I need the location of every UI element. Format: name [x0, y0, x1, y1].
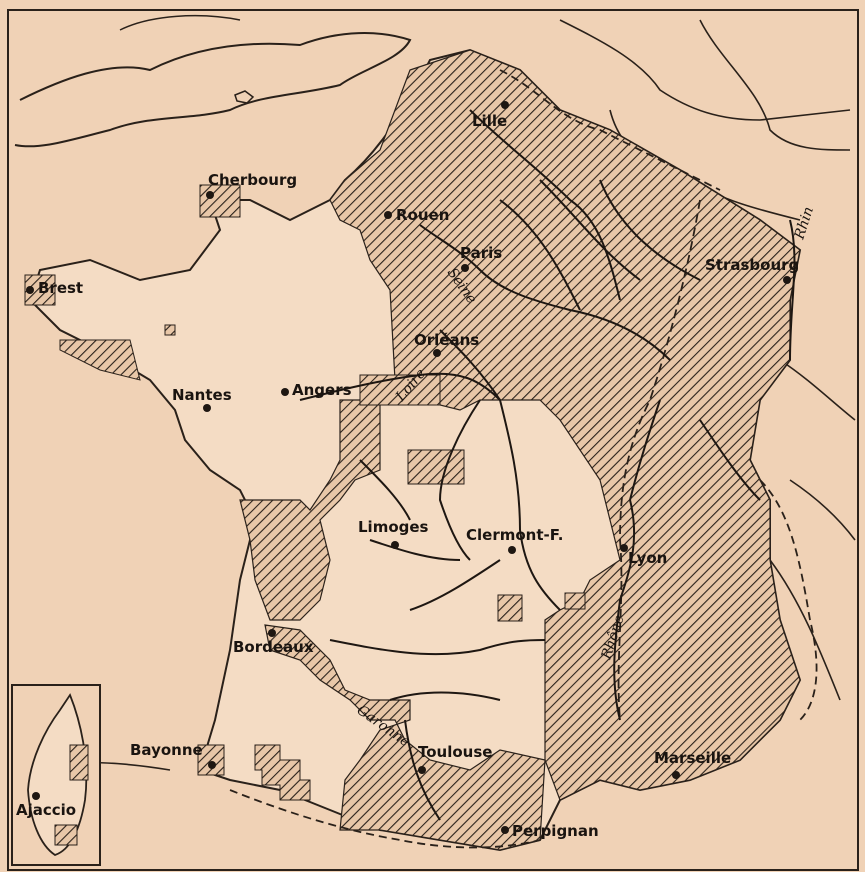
- label-bordeaux: Bordeaux: [233, 638, 314, 656]
- map-frame: [7, 9, 859, 871]
- city-dot-bayonne[interactable]: [208, 761, 216, 769]
- hatched-garonne: [264, 624, 546, 851]
- label-marseille: Marseille: [654, 749, 731, 767]
- border-east: [617, 199, 701, 721]
- label-toulouse: Toulouse: [418, 743, 492, 761]
- label-rouen: Rouen: [396, 206, 449, 224]
- city-dot-paris[interactable]: [461, 264, 469, 272]
- hatched-auvergne-square: [497, 594, 523, 622]
- hatched-tiny-brittany: [164, 324, 176, 336]
- hatched-forez-square: [564, 592, 586, 610]
- city-dot-nantes[interactable]: [203, 404, 211, 412]
- city-dot-ajaccio[interactable]: [32, 792, 40, 800]
- city-labels: Lille Cherbourg Rouen Paris Strasbourg B…: [16, 112, 799, 840]
- label-cherbourg: Cherbourg: [208, 171, 297, 189]
- city-dot-rouen[interactable]: [384, 211, 392, 219]
- hatched-berry-block: [407, 449, 465, 485]
- city-dot-cherbourg[interactable]: [206, 191, 214, 199]
- city-dot-angers[interactable]: [281, 388, 289, 396]
- city-dot-lille[interactable]: [501, 101, 509, 109]
- rivers-network: [299, 109, 796, 821]
- hatched-bayonne: [197, 744, 225, 776]
- city-dot-lyon[interactable]: [620, 544, 628, 552]
- hatched-corsica-east: [69, 744, 89, 781]
- hatched-pyrenees-blocks: [254, 744, 311, 801]
- border-italy: [759, 479, 818, 721]
- border-belgium: [499, 69, 721, 191]
- city-dot-bordeaux[interactable]: [268, 629, 276, 637]
- city-dot-clermont[interactable]: [508, 546, 516, 554]
- label-brest: Brest: [38, 279, 83, 297]
- label-orleans: Orléans: [414, 331, 479, 349]
- city-dot-brest[interactable]: [26, 286, 34, 294]
- hatched-brittany-south: [59, 339, 141, 381]
- city-markers: [26, 101, 791, 834]
- hatched-corsica-south: [54, 824, 78, 846]
- label-bayonne: Bayonne: [130, 741, 203, 759]
- city-dot-strasbourg[interactable]: [783, 276, 791, 284]
- city-dot-toulouse[interactable]: [418, 766, 426, 774]
- label-lyon: Lyon: [628, 549, 667, 567]
- label-river-rhin: Rhin: [791, 205, 817, 242]
- england-coast-north: [119, 14, 241, 31]
- isle-of-wight: [234, 90, 255, 104]
- city-dot-perpignan[interactable]: [501, 826, 509, 834]
- label-clermont: Clermont-F.: [466, 526, 563, 544]
- label-paris: Paris: [460, 244, 502, 262]
- hatched-loire-band: [359, 374, 441, 406]
- label-angers: Angers: [292, 381, 352, 399]
- hatched-cherbourg: [199, 184, 241, 218]
- england-coast: [14, 32, 412, 148]
- label-nantes: Nantes: [172, 386, 232, 404]
- label-lille: Lille: [472, 112, 507, 130]
- city-dot-limoges[interactable]: [391, 541, 399, 549]
- hatched-region-northeast: [329, 49, 801, 801]
- label-ajaccio: Ajaccio: [16, 801, 76, 819]
- label-limoges: Limoges: [358, 518, 429, 536]
- hatched-west-coast: [239, 399, 381, 621]
- border-pyrenees: [229, 789, 541, 849]
- label-strasbourg: Strasbourg: [705, 256, 799, 274]
- label-perpignan: Perpignan: [512, 822, 599, 840]
- city-dot-orleans[interactable]: [433, 349, 441, 357]
- city-dot-marseille[interactable]: [672, 771, 680, 779]
